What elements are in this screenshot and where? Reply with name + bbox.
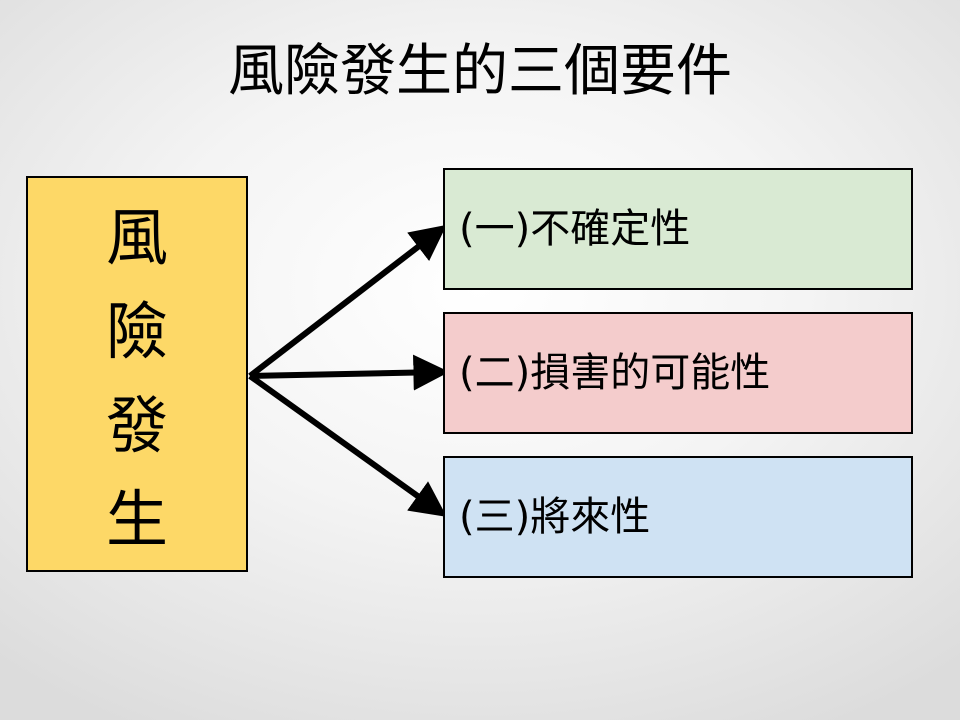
source-char-4: 生 <box>105 483 168 556</box>
page-title: 風險發生的三個要件 <box>228 39 732 104</box>
source-box-risk-occurrence: 風 險 發 生 <box>26 176 248 572</box>
arrow-to-loss-possibility <box>249 354 450 391</box>
arrow-to-uncertainty <box>248 224 447 379</box>
target-label-loss-possibility: (二)損害的可能性 <box>459 350 771 396</box>
target-box-loss-possibility: (二)損害的可能性 <box>443 312 913 434</box>
target-box-future: (三)將來性 <box>443 456 913 578</box>
source-char-1: 風 <box>105 201 168 274</box>
target-label-uncertainty: (一)不確定性 <box>459 206 691 252</box>
arrow-to-future <box>248 373 447 517</box>
source-char-3: 發 <box>105 389 168 462</box>
target-box-uncertainty: (一)不確定性 <box>443 168 913 290</box>
target-label-future: (三)將來性 <box>459 494 651 540</box>
source-char-2: 險 <box>105 295 168 368</box>
